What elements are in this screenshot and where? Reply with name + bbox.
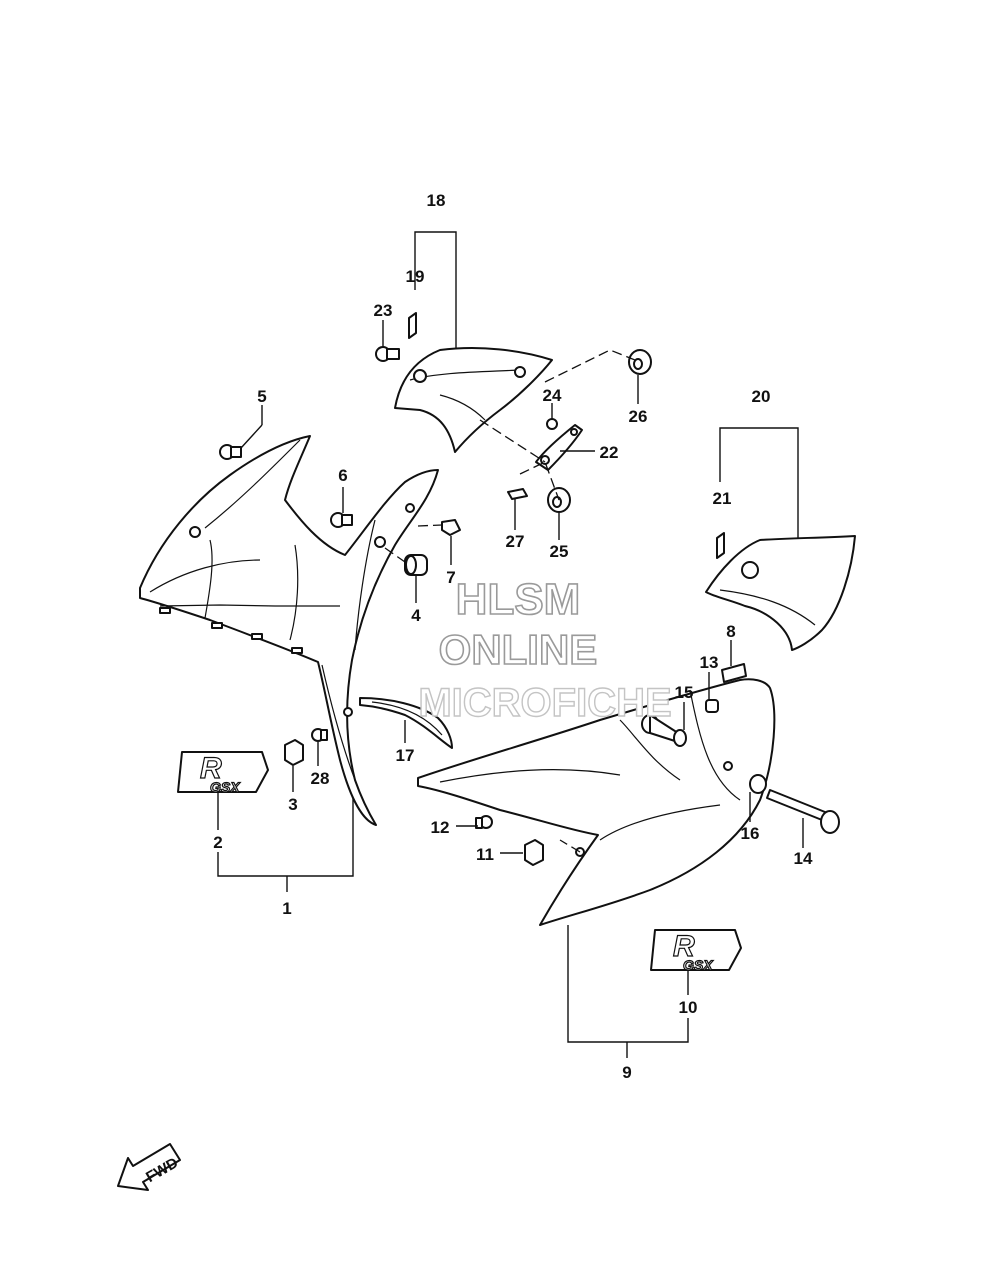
label-3: 3 — [288, 795, 297, 814]
label-27: 27 — [506, 532, 525, 551]
watermark-line-1: HLSM — [456, 575, 581, 624]
inner-cover-part-18 — [394, 347, 553, 453]
emblem-part-10: R GSX — [650, 929, 742, 974]
bracket-1 — [217, 780, 354, 892]
screw-part-12 — [475, 815, 493, 829]
label-19: 19 — [406, 267, 425, 286]
svg-text:GSX: GSX — [210, 779, 241, 795]
label-8: 8 — [726, 622, 735, 641]
label-22: 22 — [600, 443, 619, 462]
collar-part-16 — [749, 774, 767, 794]
trim-strip-part-17 — [359, 697, 453, 749]
bracket-plate-part-22 — [535, 424, 583, 471]
nut-part-13 — [705, 699, 719, 713]
screw-part-24 — [546, 418, 558, 430]
label-28: 28 — [311, 769, 330, 788]
label-26: 26 — [629, 407, 648, 426]
label-part-19 — [408, 312, 417, 339]
label-23: 23 — [374, 301, 393, 320]
watermark-line-2: ONLINE — [439, 626, 598, 673]
nut-part-7 — [441, 519, 461, 536]
bolt-part-14 — [766, 789, 840, 834]
collar-part-15 — [641, 714, 687, 747]
label-1: 1 — [282, 899, 291, 918]
label-18: 18 — [427, 191, 446, 210]
label-6: 6 — [338, 466, 347, 485]
screw-part-6 — [330, 512, 353, 528]
label-10: 10 — [679, 998, 698, 1017]
screw-part-5 — [219, 444, 242, 460]
svg-text:GSX: GSX — [683, 957, 714, 973]
pad-part-27 — [507, 488, 528, 500]
bracket-9 — [567, 925, 689, 1058]
label-21: 21 — [713, 489, 732, 508]
label-24: 24 — [543, 386, 562, 405]
label-14: 14 — [794, 849, 813, 868]
cushion-part-3 — [284, 739, 304, 766]
label-4: 4 — [411, 606, 421, 625]
label-15: 15 — [675, 683, 694, 702]
cushion-part-11 — [524, 839, 544, 866]
label-9: 9 — [622, 1063, 631, 1082]
label-part-21 — [716, 532, 725, 559]
bracket-18 — [414, 231, 457, 350]
label-25: 25 — [550, 542, 569, 561]
watermark-line-3: MICROFICHE — [418, 681, 671, 725]
emblem-part-2: R GSX — [177, 751, 269, 796]
label-17: 17 — [396, 746, 415, 765]
fwd-arrow-icon: FWD — [117, 1143, 181, 1191]
assembly-lines — [384, 349, 641, 853]
upper-cowling-part-1 — [139, 435, 439, 826]
leader-lines — [217, 320, 804, 995]
label-20: 20 — [752, 387, 771, 406]
grommet-part-26 — [628, 349, 652, 375]
label-11: 11 — [476, 845, 494, 864]
label-13: 13 — [700, 653, 719, 672]
label-16: 16 — [741, 824, 760, 843]
svg-text:R: R — [673, 930, 695, 963]
side-cover-part-20 — [705, 535, 856, 651]
part-labels: 1 2 3 4 5 6 7 8 9 10 11 12 13 14 15 16 1… — [213, 191, 813, 1082]
label-5: 5 — [257, 387, 266, 406]
watermark: MICROFICHE ONLINE HLSM — [418, 574, 673, 726]
bracket-20 — [719, 427, 799, 548]
svg-text:R: R — [200, 752, 222, 785]
pad-part-8 — [721, 663, 747, 683]
label-12: 12 — [431, 818, 450, 837]
label-7: 7 — [446, 568, 455, 587]
screw-part-28 — [311, 728, 328, 742]
screw-part-23 — [375, 346, 400, 362]
grommet-part-4 — [404, 554, 428, 576]
label-2: 2 — [213, 833, 222, 852]
